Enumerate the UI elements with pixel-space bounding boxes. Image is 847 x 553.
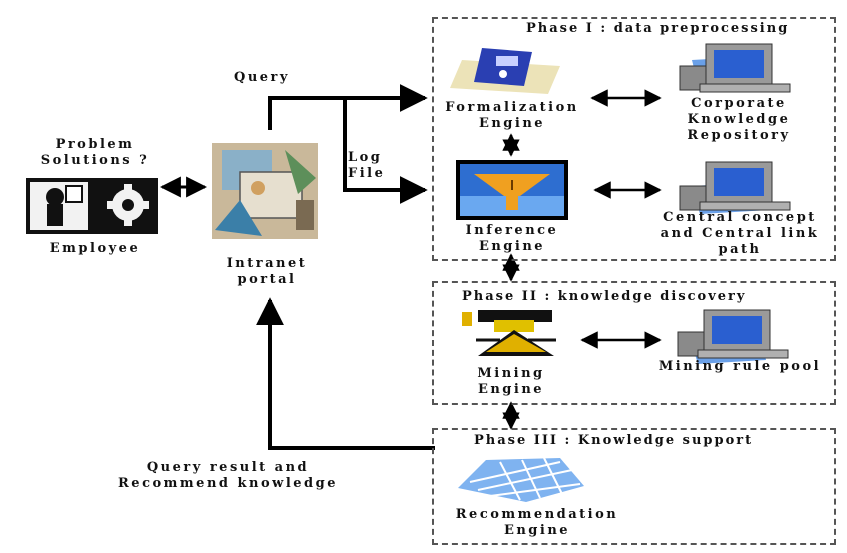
inference-engine-line: Inference [465,223,559,238]
repository-label: Corporate Knowledge Repository [664,96,814,144]
recommendation-engine-line: Engine [503,523,571,538]
phase-3-box [432,428,836,545]
recommendation-engine-label: Recommendation Engine [440,507,634,539]
employee-icon [26,178,158,234]
inference-engine-label: Inference Engine [440,223,584,255]
repository-line: Knowledge [687,112,791,127]
log-file-line: Log [348,150,383,165]
log-file-line: File [348,166,386,181]
inference-engine-line: Engine [478,239,546,254]
arrow-log-file [343,98,428,204]
formalization-engine-icon [450,48,560,94]
repository-line: Corporate [691,96,787,111]
formalization-engine-line: Formalization [445,100,579,115]
employee-question-line: Problem [55,137,135,152]
arrow-query-result [256,297,435,450]
employee-question-line: Solutions ? [40,153,150,168]
query-result-line: Recommend knowledge [118,476,338,491]
central-concept-line: and Central link [660,226,820,241]
central-computer-icon [679,161,791,214]
query-result-label: Query result and Recommend knowledge [78,460,378,492]
mining-engine-icon [462,310,556,356]
arrow-query [268,84,428,130]
central-concept-line: path [718,242,762,257]
central-concept-line: Central concept [663,210,817,225]
phase-3-title: Phase III : Knowledge support [474,433,754,448]
portal-icon [212,143,318,239]
phase-2-box [432,281,836,405]
log-file-label: Log File [348,150,385,182]
rule-pool-label: Mining rule pool [658,359,822,374]
employee-question: Problem Solutions ? [40,137,150,169]
formalization-engine-label: Formalization Engine [430,100,594,132]
portal-label-line: Intranet [226,256,308,271]
query-label: Query [234,70,290,85]
phase-1-box [432,17,836,261]
mining-engine-label: Mining Engine [456,366,566,398]
formalization-engine-line: Engine [478,116,546,131]
repository-computer-icon [679,43,791,93]
mining-engine-line: Engine [477,382,545,397]
central-concept-label: Central concept and Central link path [650,210,830,258]
repository-line: Repository [687,128,791,143]
rule-pool-computer-icon [677,309,789,364]
portal-label: Intranet portal [212,256,322,288]
recommendation-engine-line: Recommendation [455,507,619,522]
mining-engine-line: Mining [477,366,545,381]
phase-2-title: Phase II : knowledge discovery [462,289,747,304]
employee-label: Employee [49,241,141,256]
recommendation-engine-icon [458,457,584,502]
query-result-line: Query result and [146,460,310,475]
inference-engine-icon [456,160,568,220]
portal-label-line: portal [237,272,297,287]
phase-1-title: Phase I : data preprocessing [526,21,790,36]
